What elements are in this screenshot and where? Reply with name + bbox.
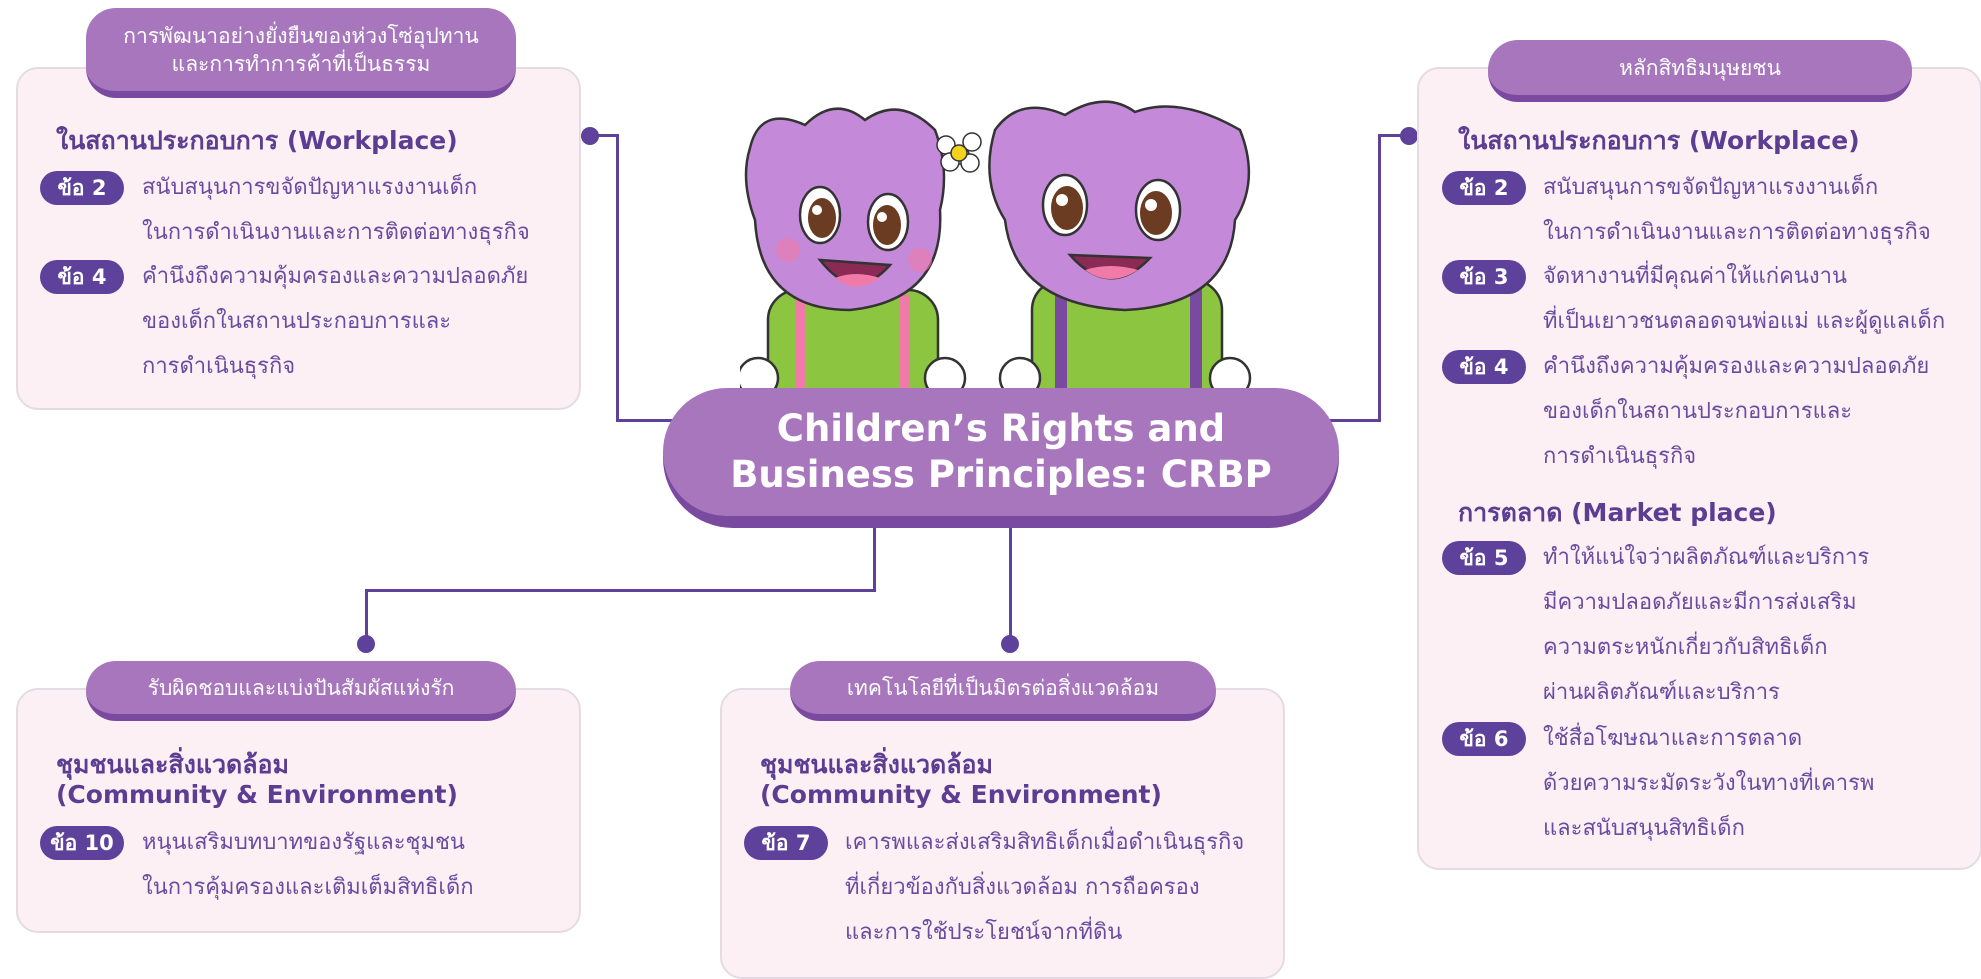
card-bottom-center-badge-1: ข้อ 7 xyxy=(744,826,828,860)
card-right-badge-5: ข้อ 6 xyxy=(1442,722,1526,756)
card-top-left xyxy=(16,67,581,410)
card-right-text-3: คำนึงถึงความคุ้มครองและความปลอดภัย ของเด… xyxy=(1543,354,1930,469)
card-top-left-text-1: สนับสนุนการขจัดปัญหาแรงงานเด็ก ในการดำเน… xyxy=(142,175,530,245)
center-title: Children’s Rights and Business Principle… xyxy=(730,407,1272,496)
card-right-section-2: การตลาด (Market place) xyxy=(1458,498,1777,527)
card-bottom-center-section: ชุมชนและสิ่งแวดล้อม (Community & Environ… xyxy=(760,750,1162,809)
mascot-boy xyxy=(988,100,1252,407)
center-title-banner: Children’s Rights and Business Principle… xyxy=(663,388,1339,528)
connector-top-left-h1 xyxy=(588,134,618,137)
card-bottom-left-text-1: หนุนเสริมบทบาทของรัฐและชุมชน ในการคุ้มคร… xyxy=(142,830,474,900)
card-top-left-section: ในสถานประกอบการ (Workplace) xyxy=(56,126,458,155)
card-bottom-center-tab: เทคโนโลยีที่เป็นมิตรต่อสิ่งแวดล้อม xyxy=(790,661,1216,721)
card-top-left-tab: การพัฒนาอย่างยั่งยืนของห่วงโซ่อุปทาน และ… xyxy=(86,8,516,98)
card-bottom-left-section: ชุมชนและสิ่งแวดล้อม (Community & Environ… xyxy=(56,750,458,809)
card-right-text-2: จัดหางานที่มีคุณค่าให้แก่คนงาน ที่เป็นเย… xyxy=(1543,264,1946,334)
card-right-badge-1: ข้อ 2 xyxy=(1442,171,1526,205)
card-right-badge-2: ข้อ 3 xyxy=(1442,260,1526,294)
card-right-tab: หลักสิทธิมนุษยชน xyxy=(1488,40,1912,102)
connector-top-left-h2 xyxy=(616,419,676,422)
card-bottom-left-badge-1: ข้อ 10 xyxy=(40,826,124,860)
connector-dot-right xyxy=(1400,127,1418,145)
card-top-left-text-2: คำนึงถึงความคุ้มครองและความปลอดภัย ของเด… xyxy=(142,264,529,379)
connector-bottom-left-h xyxy=(365,589,876,592)
mascot-girl xyxy=(740,107,982,407)
card-right-section-1: ในสถานประกอบการ (Workplace) xyxy=(1458,126,1860,155)
card-bottom-left xyxy=(16,688,581,933)
card-top-left-badge-1: ข้อ 2 xyxy=(40,171,124,205)
card-right-text-1: สนับสนุนการขจัดปัญหาแรงงานเด็ก ในการดำเน… xyxy=(1543,175,1931,245)
connector-dot-top-left xyxy=(581,127,599,145)
card-right-badge-4: ข้อ 5 xyxy=(1442,541,1526,575)
connector-bottom-left-v1 xyxy=(873,528,876,592)
card-bottom-left-tab: รับผิดชอบและแบ่งปันสัมผัสแห่งรัก xyxy=(86,661,516,721)
connector-bottom-left-v2 xyxy=(365,589,368,644)
connector-right-h1 xyxy=(1326,419,1381,422)
connector-dot-bottom-left xyxy=(357,635,375,653)
card-top-left-badge-2: ข้อ 4 xyxy=(40,260,124,294)
card-right-text-4: ทำให้แน่ใจว่าผลิตภัณฑ์และบริการ มีความปล… xyxy=(1543,545,1870,705)
connector-bottom-center-v xyxy=(1009,528,1012,638)
connector-top-left-v xyxy=(616,134,619,422)
card-bottom-center-text-1: เคารพและส่งเสริมสิทธิเด็กเมื่อดำเนินธุรก… xyxy=(845,830,1245,945)
card-right-text-5: ใช้สื่อโฆษณาและการตลาด ด้วยความระมัดระวั… xyxy=(1543,726,1875,841)
mascots-illustration xyxy=(740,100,1252,407)
card-right-badge-3: ข้อ 4 xyxy=(1442,350,1526,384)
connector-right-v xyxy=(1378,134,1381,422)
center-title-inner: Children’s Rights and Business Principle… xyxy=(663,388,1339,516)
connector-right-h2 xyxy=(1378,134,1408,137)
connector-dot-bottom-center xyxy=(1001,635,1019,653)
